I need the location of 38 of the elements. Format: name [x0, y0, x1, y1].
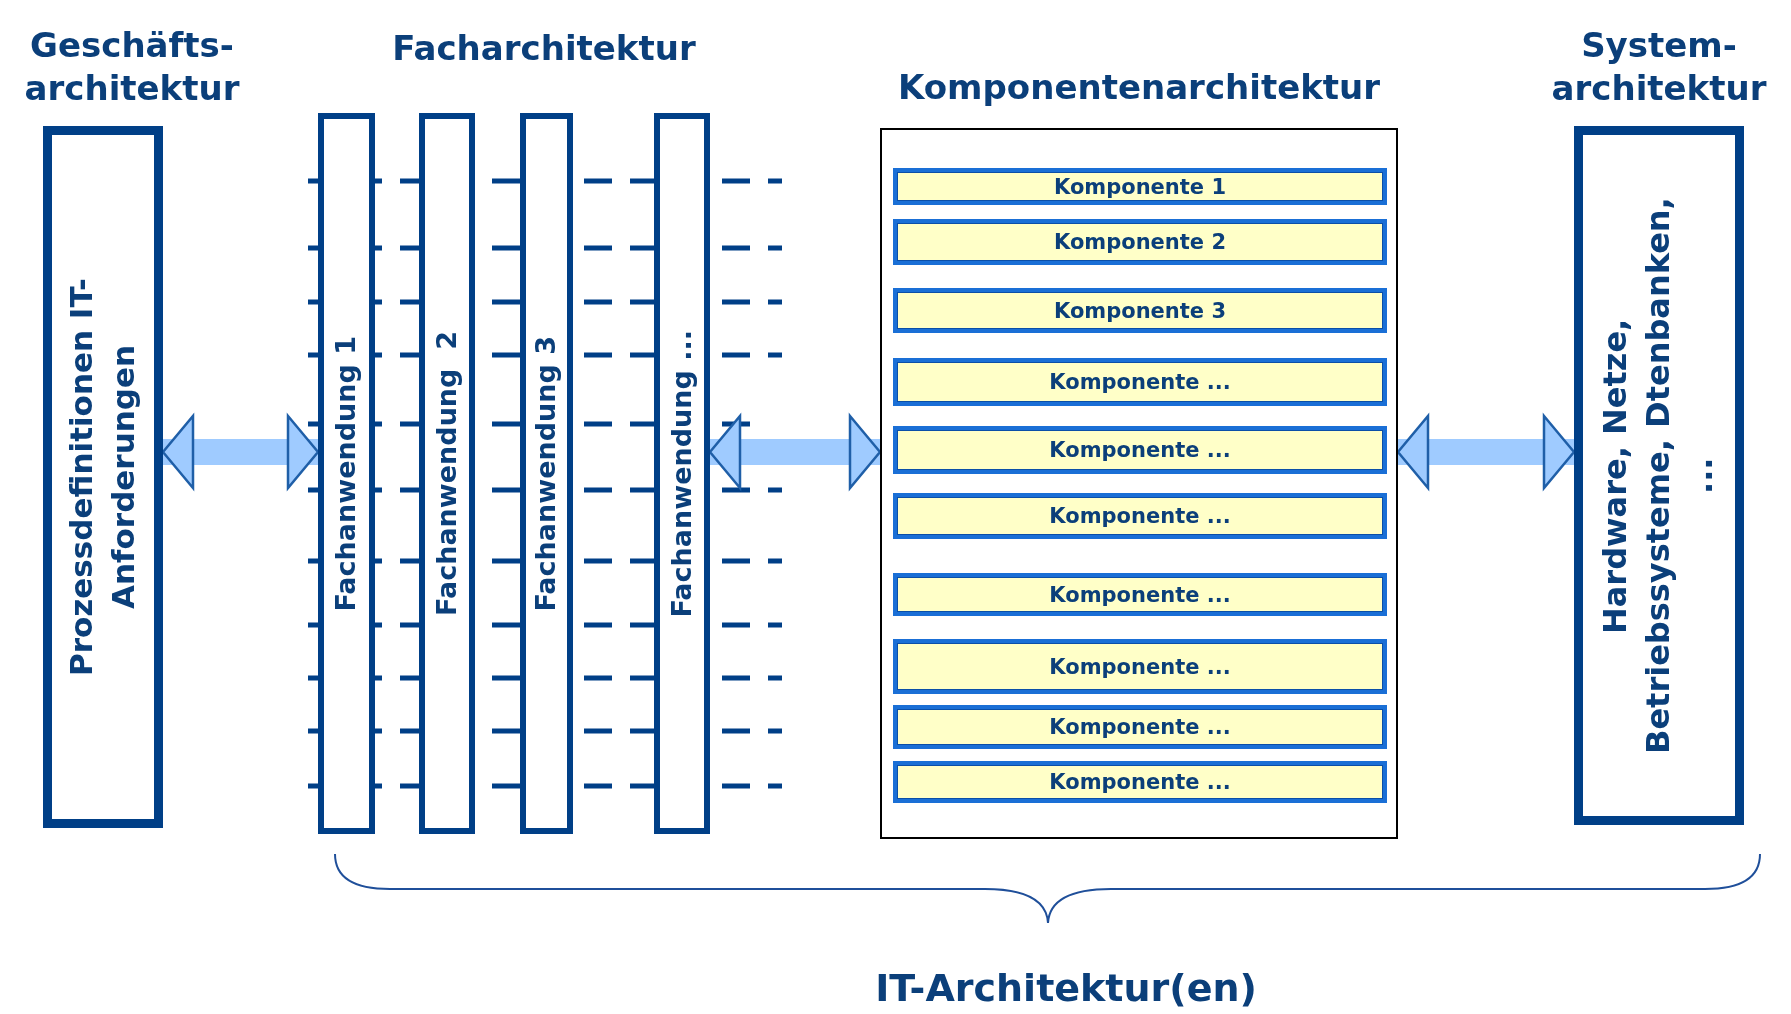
component-box [893, 493, 1387, 539]
component-label: Komponente ... [1049, 715, 1231, 739]
double-arrow [708, 414, 882, 490]
component-label: Komponente ... [1049, 504, 1231, 528]
component-label: Komponente 2 [1054, 230, 1226, 254]
layer-heading: Facharchitektur [392, 26, 696, 70]
brace-label: IT-Architektur(en) [875, 965, 1257, 1013]
component-box [893, 168, 1387, 205]
layer-heading: Geschäfts- architektur [23, 24, 241, 109]
component-box [893, 426, 1387, 474]
vertical-text: Prozessdefinitionen IT-Anforderungen [62, 277, 142, 677]
vertical-text: Fachanwendung 1 [329, 335, 363, 612]
component-label: Komponente ... [1049, 770, 1231, 794]
component-label: Komponente ... [1049, 654, 1231, 679]
vertical-text: Fachanwendung 3 [529, 335, 563, 612]
application-box [318, 113, 375, 834]
vertical-text: Fachanwendung 2 [429, 331, 463, 616]
component-label: Komponente 1 [1054, 174, 1226, 199]
component-box [893, 219, 1387, 265]
component-label: Komponente ... [1049, 370, 1231, 394]
component-box [893, 639, 1387, 694]
double-arrow [161, 414, 320, 490]
component-box [893, 573, 1387, 616]
component-label: Komponente ... [1049, 582, 1231, 607]
vertical-text: Hardware, Netze, Betriebssysteme, Dtenbanken, ... [1595, 196, 1722, 756]
component-label: Komponente 3 [1054, 298, 1226, 323]
component-box [893, 761, 1387, 803]
double-arrow [1396, 414, 1576, 490]
application-box [419, 113, 475, 834]
component-box [893, 358, 1387, 406]
vertical-text: Fachanwendung ... [664, 329, 698, 618]
component-box [893, 288, 1387, 333]
layer-heading: System- architektur [1550, 24, 1768, 109]
layer-heading: Komponentenarchitektur [896, 65, 1382, 108]
application-box [520, 113, 573, 834]
application-box [654, 113, 710, 834]
component-label: Komponente ... [1049, 438, 1231, 462]
component-box [893, 705, 1387, 749]
